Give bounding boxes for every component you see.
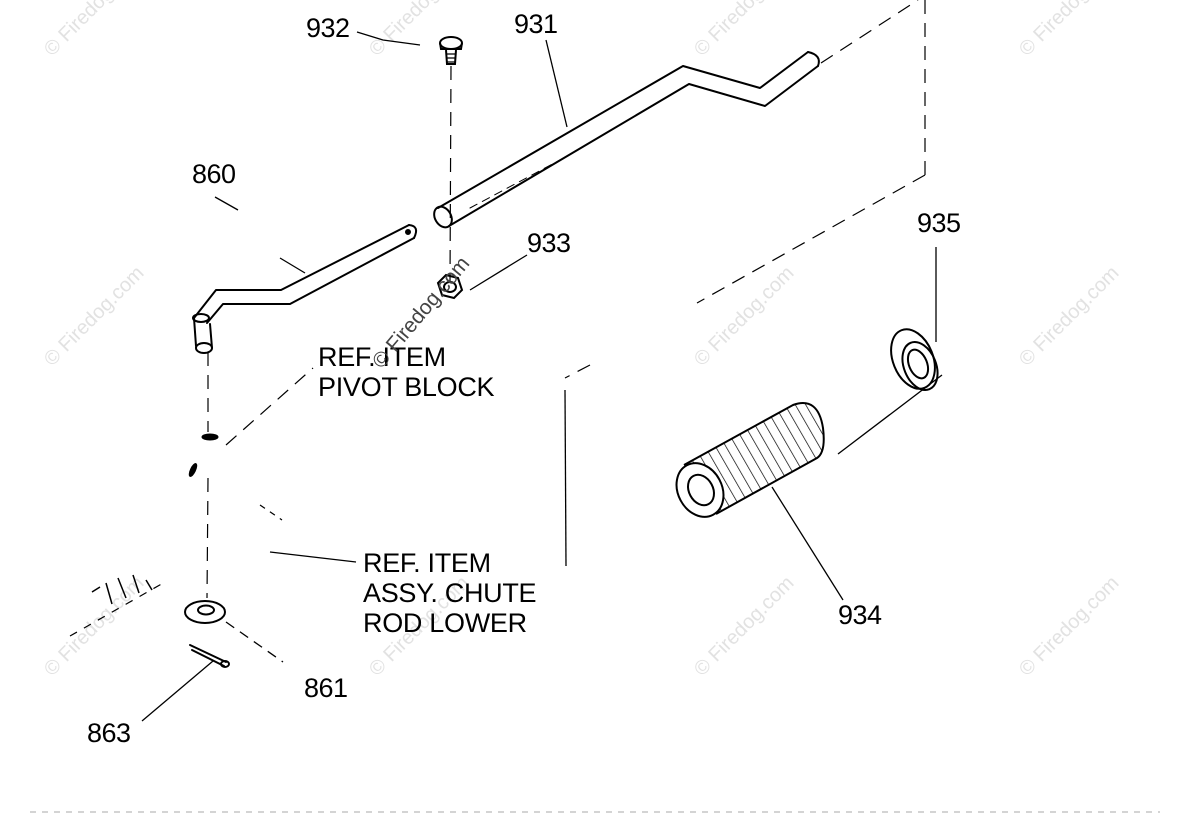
note-line: PIVOT BLOCK xyxy=(318,372,495,402)
note-line: REF. ITEM xyxy=(363,548,491,578)
part-860-rod xyxy=(192,224,418,354)
note-chute-rod-lower: REF. ITEM ASSY. CHUTE ROD LOWER xyxy=(363,548,537,638)
callout-863: 863 xyxy=(87,718,131,748)
callout-932: 932 xyxy=(306,13,350,43)
part-931-chute-rod xyxy=(433,51,820,229)
leader-lines xyxy=(141,31,943,722)
part-932-screw xyxy=(439,36,463,65)
note-line: REF. ITEM xyxy=(318,342,446,372)
note-line: ASSY. CHUTE xyxy=(363,578,537,608)
callout-861: 861 xyxy=(304,673,348,703)
callout-931: 931 xyxy=(514,9,558,39)
part-861-washer xyxy=(184,600,226,624)
callout-860: 860 xyxy=(192,159,236,189)
callout-933: 933 xyxy=(527,228,571,258)
note-line: ROD LOWER xyxy=(363,608,527,638)
sketch-marks xyxy=(91,574,153,605)
part-935-bushing xyxy=(890,328,939,391)
part-863-cotter-pin xyxy=(189,644,230,668)
part-clip xyxy=(188,433,219,477)
part-934-grip xyxy=(675,402,825,518)
callout-935: 935 xyxy=(917,208,961,238)
note-pivot-block: REF. ITEM PIVOT BLOCK xyxy=(318,342,495,402)
assembly-lines xyxy=(30,0,1160,813)
callout-934: 934 xyxy=(838,600,882,630)
